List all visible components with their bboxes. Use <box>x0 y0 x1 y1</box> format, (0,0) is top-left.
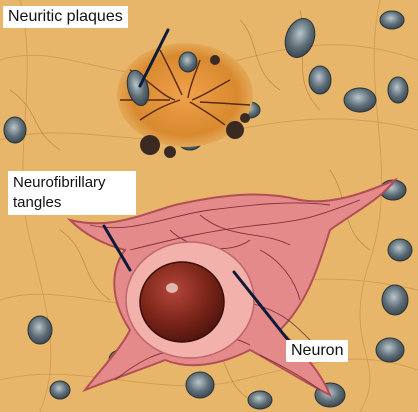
label-neurofibrillary-tangles: Neurofibrillary tangles <box>8 171 136 215</box>
neuron-nucleus <box>140 262 224 342</box>
label-neuritic-plaques: Neuritic plaques <box>3 6 128 28</box>
label-neuron: Neuron <box>286 340 348 362</box>
